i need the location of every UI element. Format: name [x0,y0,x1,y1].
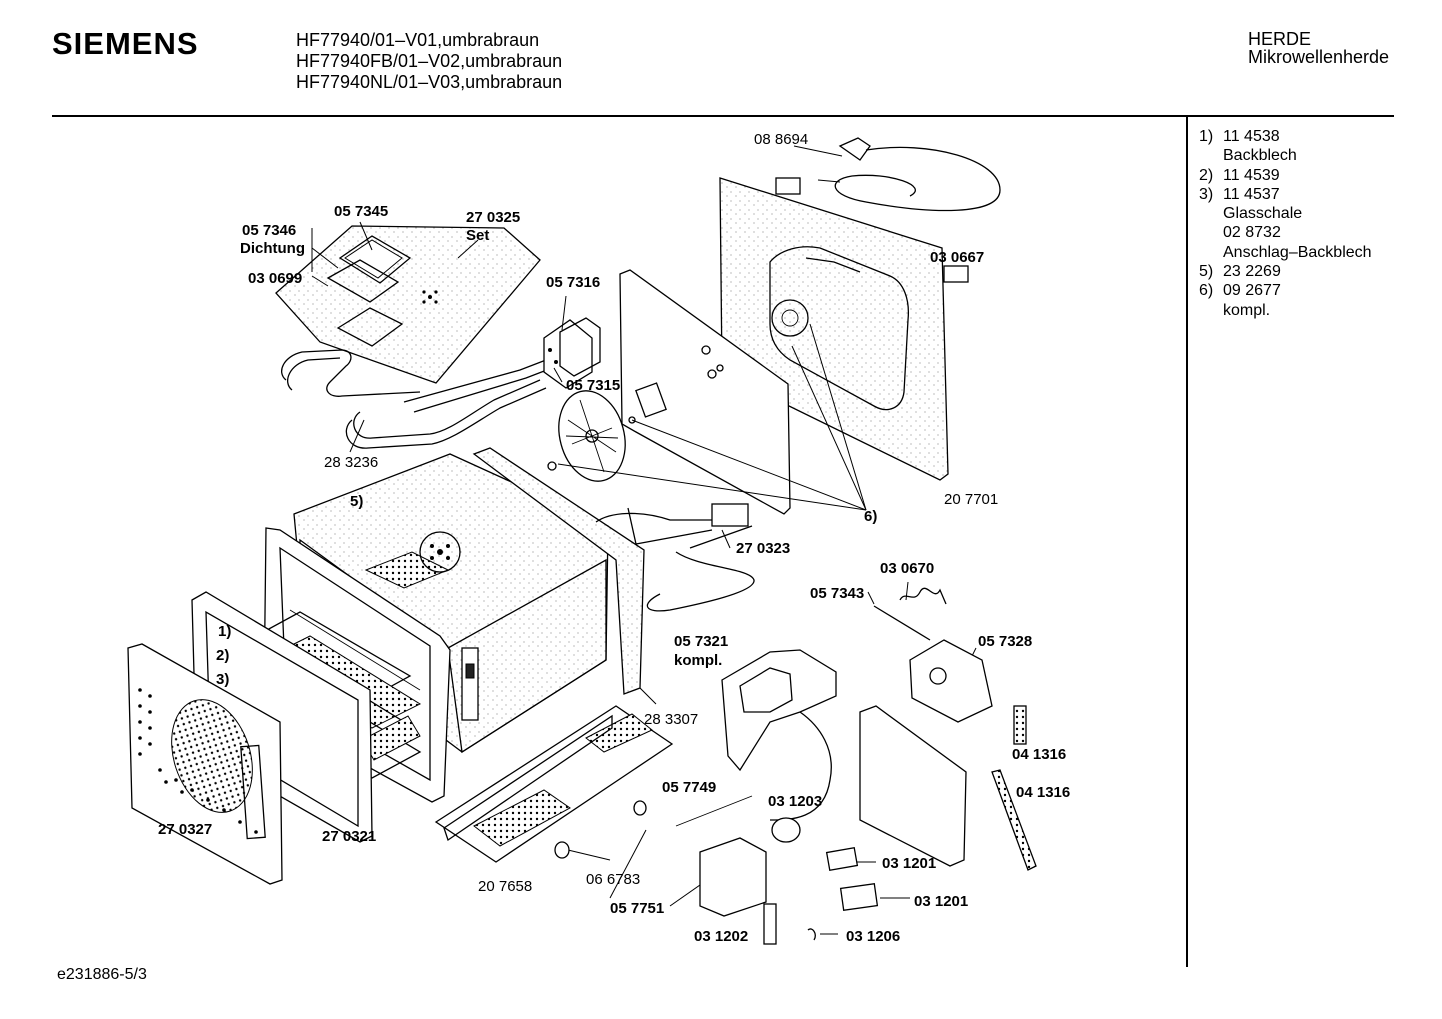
leader-lines [239,145,977,935]
part-label: 05 7328 [978,633,1032,650]
door-panel-part [127,643,283,885]
part-label: Set [466,227,489,244]
part-label: 2) [216,647,229,664]
model-list: HF77940/01–V01,umbrabraun HF77940FB/01–V… [296,30,562,93]
part-label: 03 0670 [880,560,934,577]
model-line: HF77940/01–V01,umbrabraun [296,30,540,50]
part-label: 08 8694 [754,131,808,148]
part-label: 04 1316 [1016,784,1070,801]
part-label: 5) [350,493,363,510]
part-label: 05 7315 [566,377,620,394]
part-label: 03 1201 [914,893,968,910]
grill-element-part [595,503,755,612]
legend-entry: 5) 23 2269 [1199,262,1372,281]
part-label: 05 7316 [546,274,600,291]
micro-switch-parts [554,800,879,945]
part-label: 03 1201 [882,855,936,872]
exploded-view-drawing: 08 8694 05 7345 27 0325 Set 05 7346 Dich… [127,131,1070,945]
part-label: 03 1202 [694,928,748,945]
legend-number: 3) [1199,185,1214,203]
part-label: 05 7749 [662,779,716,796]
part-label: 6) [864,508,877,525]
fan-cover-part [619,269,791,515]
part-label: 27 0321 [322,828,376,845]
part-label: 06 6783 [586,871,640,888]
part-label: 03 1206 [846,928,900,945]
part-label: kompl. [674,652,722,669]
insulation-part [472,447,645,695]
part-label: 04 1316 [1012,746,1066,763]
part-label: 20 7658 [478,878,532,895]
document-code: e231886-5/3 [57,966,147,983]
legend-text: 23 2269 [1223,263,1281,281]
part-label: 28 3307 [644,711,698,728]
part-label: 03 0667 [930,249,984,266]
top-cover-part [275,225,541,384]
part-label: 27 0325 [466,209,520,226]
part-label: 20 7701 [944,491,998,508]
side-panel-part [859,705,967,867]
category-title: HERDE [1248,29,1312,49]
category-block: HERDE Mikrowellenherde [1248,30,1389,66]
spring-part [873,587,947,641]
legend-entry: 2) 11 4539 [1199,166,1372,185]
base-plate-part [434,705,674,863]
seal-strip-part [991,705,1037,871]
part-label: 05 7321 [674,633,728,650]
part-label: Dichtung [240,240,305,257]
header-divider [52,115,1394,117]
part-label: 03 1203 [768,793,822,810]
brand-logo: SIEMENS [52,26,199,61]
legend-number: 6) [1199,282,1214,300]
part-label: 05 7346 [242,222,296,239]
legend-text: 11 4539 [1223,166,1280,184]
power-cable-part [775,137,1001,283]
part-label: 27 0327 [158,821,212,838]
part-label: 05 7751 [610,900,664,917]
part-label: 05 7343 [810,585,864,602]
part-label: 28 3236 [324,454,378,471]
part-label: 3) [216,671,229,688]
legend-divider [1186,117,1188,967]
model-line: HF77940FB/01–V02,umbrabraun [296,51,563,71]
fan-wheel-part [547,390,636,482]
heating-element-part [281,349,553,449]
legend-number: 5) [1199,263,1214,281]
part-label: 05 7345 [334,203,388,220]
model-line: HF77940NL/01–V03,umbrabraun [296,72,563,92]
category-subtitle: Mikrowellenherde [1248,47,1390,67]
part-label: 27 0323 [736,540,790,557]
part-label: 1) [218,623,231,640]
switch-assembly-part [675,649,837,827]
part-label: 03 0699 [248,270,302,287]
legend-number: 2) [1199,166,1214,184]
legend-number: 1) [1199,128,1214,145]
latch-bracket-part [909,639,993,723]
